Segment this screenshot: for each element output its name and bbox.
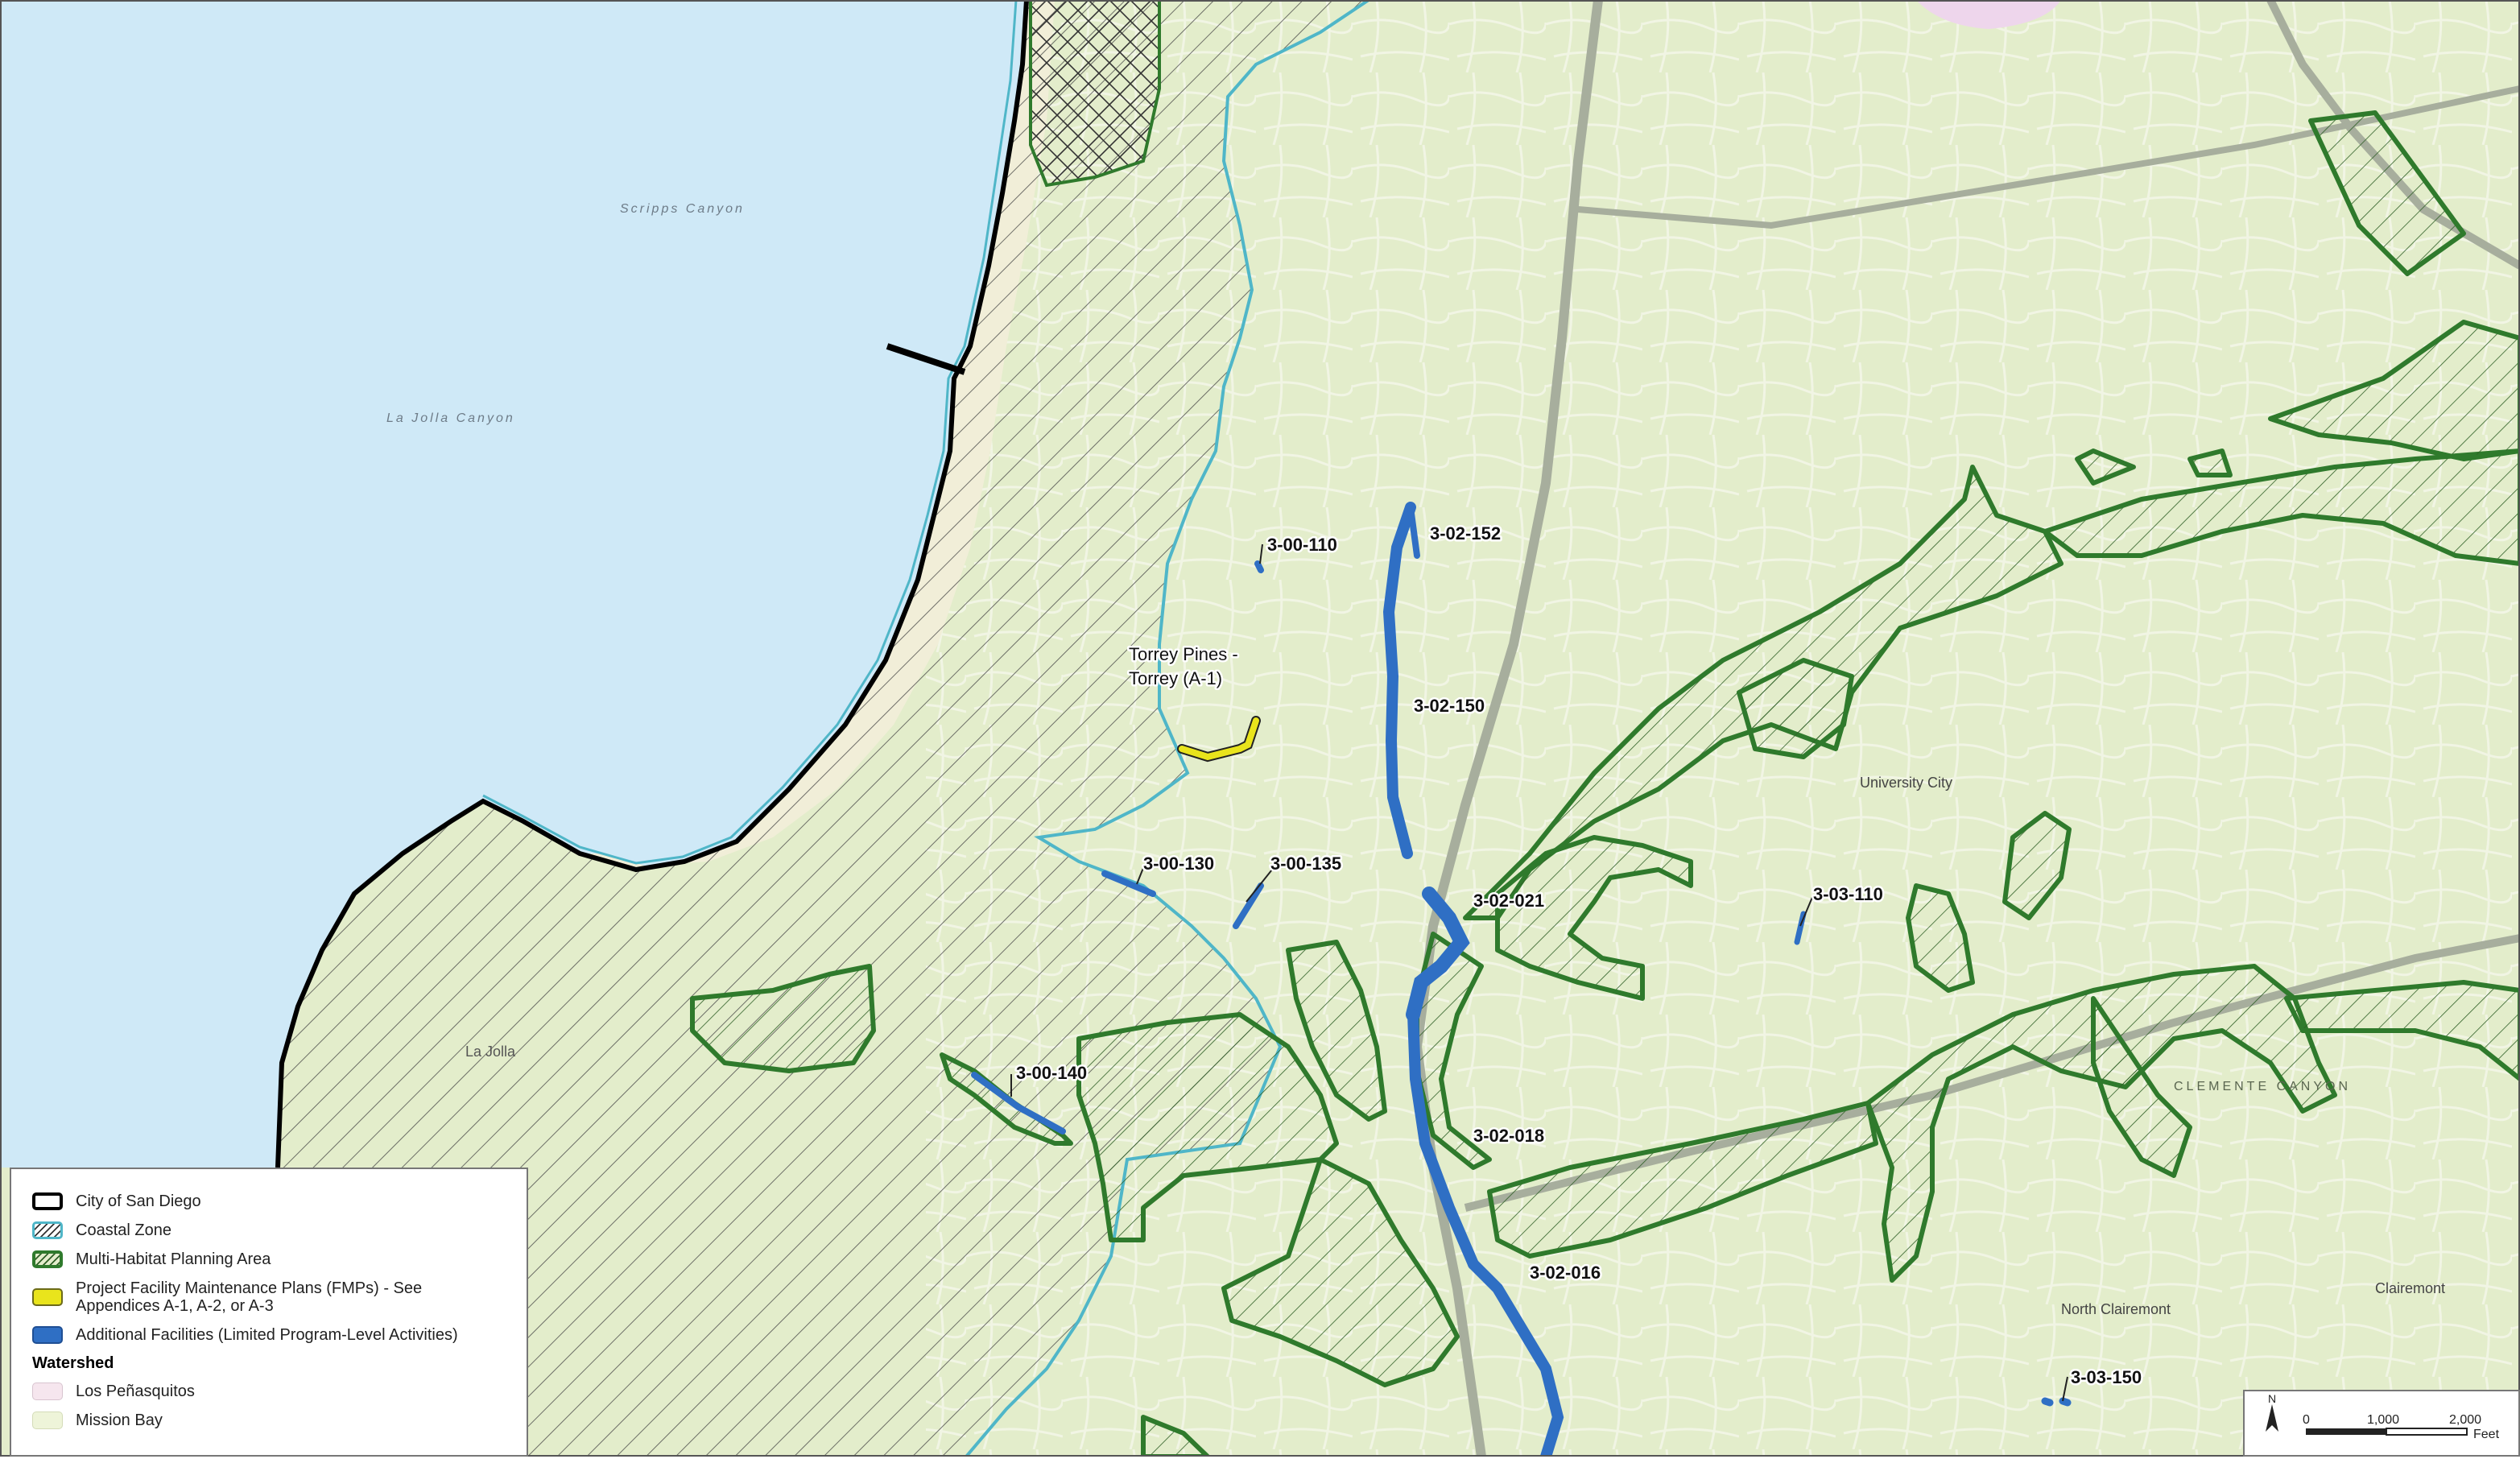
legend-swatch-fmp <box>32 1288 63 1306</box>
mhpa-area <box>1487 1101 1878 1259</box>
mhpa-area <box>2091 996 2192 1178</box>
legend-label: City of San Diego <box>76 1192 201 1210</box>
facility-label: 3-02-021 <box>1473 891 1544 911</box>
legend-item-los-penasquitos: Los Peñasquitos <box>32 1377 506 1406</box>
legend-label: Mission Bay <box>76 1411 163 1429</box>
north-clairemont-label: North Clairemont <box>2061 1301 2171 1317</box>
mhpa-area <box>2284 980 2520 1081</box>
scale-tick-label: 0 <box>2303 1413 2310 1427</box>
facility-label: 3-02-018 <box>1473 1126 1544 1146</box>
facility-3-02-150 <box>1382 502 1416 859</box>
mhpa-area <box>1286 940 1387 1122</box>
facility-3-00-140 <box>971 1072 1066 1135</box>
legend-swatch-facility <box>32 1326 63 1344</box>
legend-label: Los Peñasquitos <box>76 1383 195 1400</box>
facility-3-02-021 <box>1406 887 1470 1022</box>
coastal-zone-ocean-boundary <box>482 0 1018 865</box>
clemente-canyon-label: CLEMENTE CANYON <box>2174 1080 2351 1093</box>
facility-label: 3-00-135 <box>1270 853 1341 874</box>
north-label: N <box>2268 1392 2276 1405</box>
mhpa-area <box>2043 448 2520 566</box>
mhpa-area <box>1221 1157 1460 1387</box>
facility-label: 3-00-110 <box>1267 535 1337 555</box>
facility-3-00-110 <box>1254 560 1264 573</box>
legend-swatch-mission-bay <box>32 1411 63 1429</box>
mhpa-area <box>690 964 876 1073</box>
scale-tick-label: 1,000 <box>2367 1413 2399 1427</box>
mhpa-area <box>2187 448 2233 477</box>
legend-item-additional-facilities: Additional Facilities (Limited Program-L… <box>32 1321 506 1349</box>
facility-label: 3-00-130 <box>1143 853 1214 874</box>
facility-label: 3-02-016 <box>1530 1263 1601 1283</box>
highway-i5 <box>1411 0 1603 1457</box>
facility-label: 3-02-150 <box>1414 696 1485 716</box>
clairemont-label: Clairemont <box>2375 1280 2445 1296</box>
facility-3-03-110 <box>1794 911 1807 945</box>
mhpa-area <box>2308 110 2466 276</box>
la-jolla-label: La Jolla <box>465 1044 516 1060</box>
facility-label: 3-03-150 <box>2071 1367 2142 1387</box>
legend-swatch-mhpa <box>32 1250 63 1268</box>
scripps-canyon-label: Scripps Canyon <box>620 202 745 216</box>
legend-label: Additional Facilities (Limited Program-L… <box>76 1326 458 1344</box>
city-boundary <box>275 0 1029 1168</box>
facility-label: 3-02-152 <box>1430 523 1501 544</box>
facility-label: 3-03-110 <box>1813 884 1883 904</box>
facility-labels: 3-00-110 3-02-152 3-02-150 3-00-130 3-00… <box>1014 522 2144 1390</box>
legend-heading-watershed: Watershed <box>32 1354 114 1372</box>
facility-3-02-018 <box>1407 1009 1479 1270</box>
legend-label: Multi-Habitat Planning Area <box>76 1250 271 1268</box>
legend-item-mhpa: Multi-Habitat Planning Area <box>32 1245 506 1274</box>
additional-facilities <box>971 502 2072 1457</box>
mhpa-area <box>1141 1415 1210 1457</box>
scripps-pier <box>886 343 966 375</box>
mhpa-area <box>2075 448 2136 486</box>
fmp-label-line2: Torrey (A-1) <box>1129 668 1222 688</box>
scale-tick-label: 2,000 <box>2449 1413 2481 1427</box>
mhpa-areas <box>690 110 2520 1457</box>
fmp-label: Torrey Pines - Torrey (A-1) <box>1127 643 1241 691</box>
north-arrow-icon <box>2266 1404 2278 1432</box>
facility-3-02-152 <box>1407 504 1420 559</box>
legend-item-city-of-san-diego: City of San Diego <box>32 1187 506 1216</box>
scale-segment <box>2386 1428 2468 1436</box>
scale-bar: N 0 1,000 2,000 Feet <box>2266 1392 2500 1441</box>
mhpa-area <box>2268 320 2520 461</box>
mhpa-area <box>1076 1012 1339 1242</box>
fmp-torrey-pines-fill <box>1179 717 1259 761</box>
mhpa-crosshatch-north <box>1029 0 1161 188</box>
legend-label: Coastal Zone <box>76 1221 171 1239</box>
legend-swatch-city <box>32 1192 63 1210</box>
legend-swatch-los-penasquitos <box>32 1383 63 1400</box>
university-city-label: University City <box>1860 775 1952 791</box>
mhpa-area <box>1495 835 1693 1001</box>
map-legend: City of San Diego Coastal Zone Multi-Hab… <box>10 1168 528 1457</box>
facility-3-03-150 <box>2041 1397 2072 1407</box>
legend-label-line2: Appendices A-1, A-2, or A-3 <box>76 1297 274 1315</box>
mhpa-area <box>1906 883 1975 993</box>
legend-label-line1: Project Facility Maintenance Plans (FMPs… <box>76 1279 423 1297</box>
facility-3-02-016 <box>1468 1259 1564 1457</box>
fmp-label-line1: Torrey Pines - <box>1129 644 1238 664</box>
mhpa-area <box>2002 811 2072 920</box>
la-jolla-canyon-label: La Jolla Canyon <box>386 411 515 425</box>
los-penasquitos-area <box>1916 0 2061 29</box>
ocean <box>0 0 1027 1168</box>
legend-item-mission-bay: Mission Bay <box>32 1406 506 1435</box>
mhpa-area <box>1865 964 2337 1283</box>
legend-item-fmp: Project Facility Maintenance Plans (FMPs… <box>32 1274 506 1321</box>
facility-3-00-130 <box>1101 870 1156 897</box>
facility-3-00-135 <box>1233 882 1264 929</box>
scale-bar-box: N 0 1,000 2,000 Feet <box>2243 1390 2520 1457</box>
scale-segment <box>2306 1428 2386 1435</box>
label-leaders <box>1010 544 2068 1402</box>
mhpa-area <box>1737 658 1854 759</box>
facility-label: 3-00-140 <box>1016 1063 1087 1083</box>
legend-swatch-coastal-zone <box>32 1221 63 1239</box>
scale-unit-label: Feet <box>2473 1428 2500 1441</box>
legend-item-coastal-zone: Coastal Zone <box>32 1216 506 1245</box>
